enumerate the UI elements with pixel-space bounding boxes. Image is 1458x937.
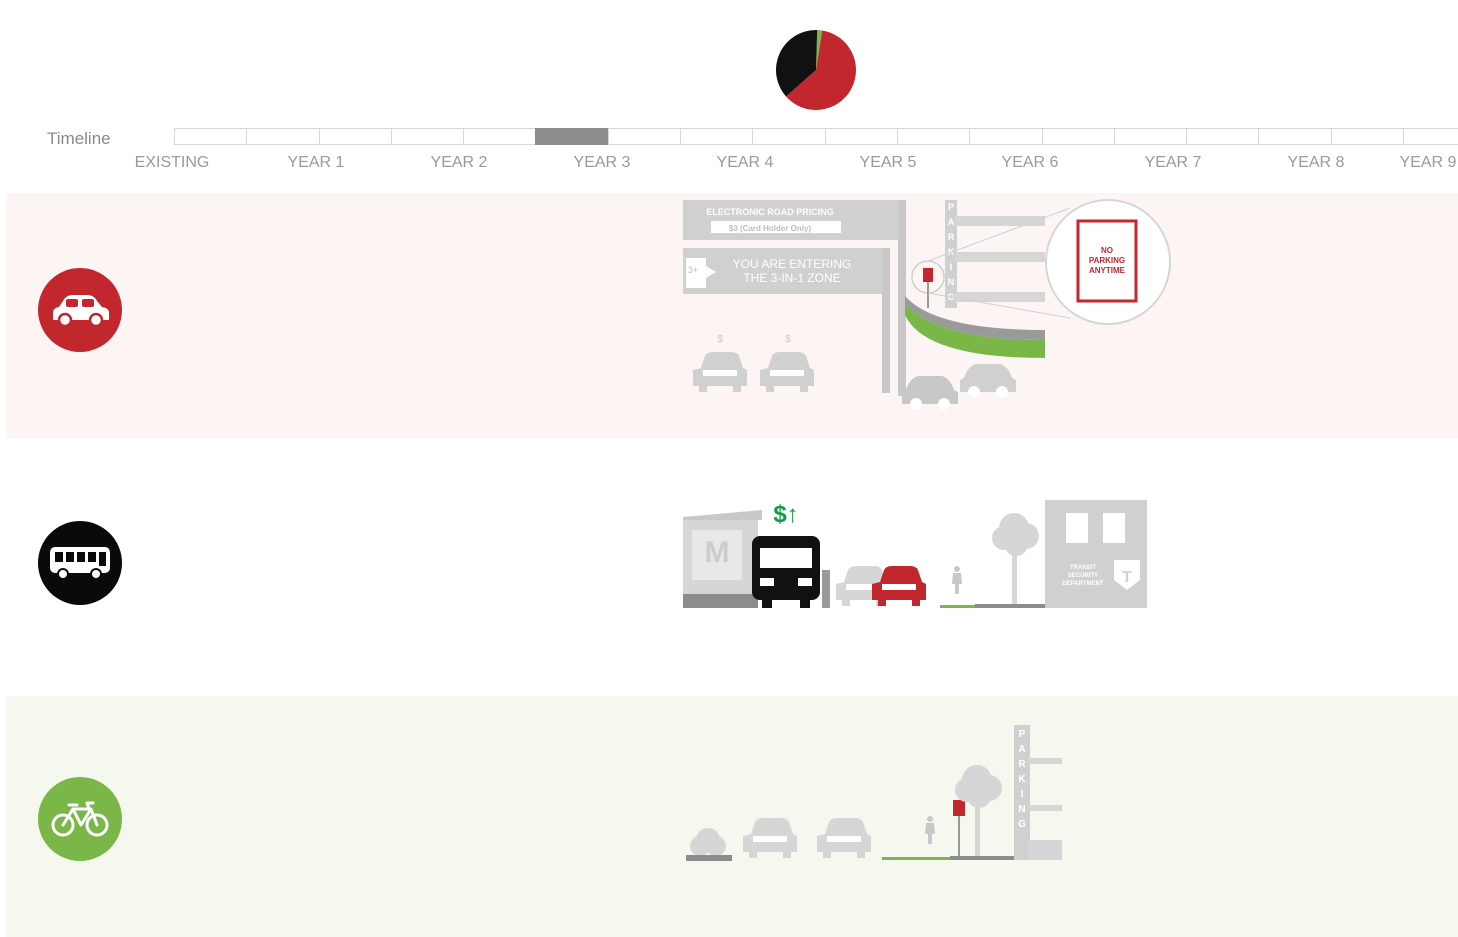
timeline-year-2[interactable]: YEAR 2 — [430, 154, 488, 171]
bike-row — [6, 696, 1458, 937]
svg-text:T: T — [1122, 569, 1132, 586]
svg-text:TRANSIT: TRANSIT — [1070, 565, 1096, 571]
timeline-segment[interactable] — [318, 128, 391, 145]
bike-lane-car-1 — [743, 818, 797, 858]
bicycle-icon — [51, 801, 109, 837]
pie-slice-black — [776, 30, 818, 97]
timeline-year-3[interactable]: YEAR 3 — [573, 154, 631, 171]
timeline-year-7[interactable]: YEAR 7 — [1144, 154, 1202, 171]
zone-line-2: THE 3-IN-1 ZONE — [743, 271, 840, 285]
erp-title: ELECTRONIC ROAD PRICING — [706, 207, 834, 217]
timeline-segment[interactable] — [1041, 128, 1114, 145]
bus-tree — [992, 513, 1039, 604]
bike-mode-button[interactable] — [38, 777, 122, 861]
timeline-segment[interactable] — [752, 128, 825, 145]
timeline-segment[interactable] — [535, 128, 608, 145]
sign-line-2: PARKING — [1089, 256, 1125, 265]
bike-cyclist — [925, 816, 935, 844]
erp-price: $3 (Card Holder Only) — [729, 224, 812, 233]
toll-car-2 — [760, 352, 814, 392]
timeline-segment[interactable] — [824, 128, 897, 145]
timeline-segment[interactable] — [1186, 128, 1259, 145]
timeline-year-4[interactable]: YEAR 4 — [716, 154, 774, 171]
svg-text:I: I — [950, 262, 953, 272]
bike-scene: P A R K I N G — [686, 725, 1062, 861]
bus-scene: M $↑ TRANSIT SECURITY DEPARTMENT T — [683, 500, 1147, 608]
toll-car-1 — [693, 352, 747, 392]
timeline-year-9[interactable]: YEAR 9 — [1399, 154, 1457, 171]
timeline-label: Timeline — [47, 129, 111, 148]
timeline-year-5[interactable]: YEAR 5 — [859, 154, 917, 171]
timeline-year-0[interactable]: EXISTING — [134, 154, 210, 171]
toll-symbol-1: $ — [717, 334, 723, 345]
timeline-year-1[interactable]: YEAR 1 — [287, 154, 345, 171]
timeline-segment[interactable] — [607, 128, 681, 145]
bus-cyclist — [952, 566, 962, 594]
timeline-segment[interactable] — [680, 128, 753, 145]
fare-increase: $↑ — [773, 501, 798, 528]
timeline-segment[interactable] — [463, 128, 536, 145]
timeline-year-8[interactable]: YEAR 8 — [1287, 154, 1345, 171]
toll-symbol-2: $ — [785, 334, 791, 345]
svg-text:N: N — [948, 277, 955, 287]
svg-text:G: G — [1018, 819, 1026, 830]
timeline-year-6[interactable]: YEAR 6 — [1001, 154, 1059, 171]
zone-line-1: YOU ARE ENTERING — [733, 257, 852, 271]
timeline-segment[interactable] — [246, 128, 319, 145]
parking-letters-bike: P A R K I N G — [1018, 729, 1026, 830]
parked-car-2 — [960, 364, 1016, 398]
timeline-segment[interactable] — [1258, 128, 1331, 145]
svg-text:P: P — [1019, 729, 1026, 740]
timeline-years: EXISTING YEAR 1 YEAR 2 YEAR 3 YEAR 4 YEAR 5 YE… — [0, 154, 1458, 176]
bus-mode-button[interactable] — [38, 521, 122, 605]
timeline-segment[interactable] — [969, 128, 1042, 145]
parked-car-1 — [902, 376, 958, 410]
zone-badge: 3+ — [688, 265, 698, 275]
timeline-segment[interactable] — [1330, 128, 1404, 145]
timeline-segment[interactable] — [174, 128, 247, 145]
svg-text:R: R — [948, 232, 955, 242]
svg-text:A: A — [948, 217, 955, 227]
mode-share-pie — [776, 30, 856, 110]
timeline-segment[interactable] — [896, 128, 970, 145]
svg-text:P: P — [948, 202, 954, 212]
svg-text:I: I — [1021, 789, 1024, 800]
svg-text:A: A — [1018, 744, 1025, 755]
car-icon — [53, 295, 109, 327]
timeline-segment[interactable] — [390, 128, 464, 145]
timeline-bar[interactable] — [174, 128, 1458, 145]
timeline-segment[interactable] — [1113, 128, 1187, 145]
sign-line-3: ANYTIME — [1089, 266, 1126, 275]
svg-text:K: K — [1018, 774, 1026, 785]
svg-text:R: R — [1018, 759, 1026, 770]
sign-line-1: NO — [1101, 246, 1113, 255]
svg-text:SECURITY: SECURITY — [1068, 573, 1098, 579]
svg-text:N: N — [1018, 804, 1025, 815]
car-mode-button[interactable] — [38, 268, 122, 352]
pie-slice-red — [786, 30, 856, 110]
bike-lane-car-2 — [817, 818, 871, 858]
car-scene: ELECTRONIC ROAD PRICING $3 (Card Holder … — [683, 199, 1171, 410]
timeline-segment[interactable] — [1403, 128, 1458, 145]
svg-text:M: M — [705, 536, 730, 569]
pie-slice-green — [816, 30, 823, 70]
bus-icon — [50, 547, 110, 580]
svg-text:DEPARTMENT: DEPARTMENT — [1062, 581, 1104, 587]
